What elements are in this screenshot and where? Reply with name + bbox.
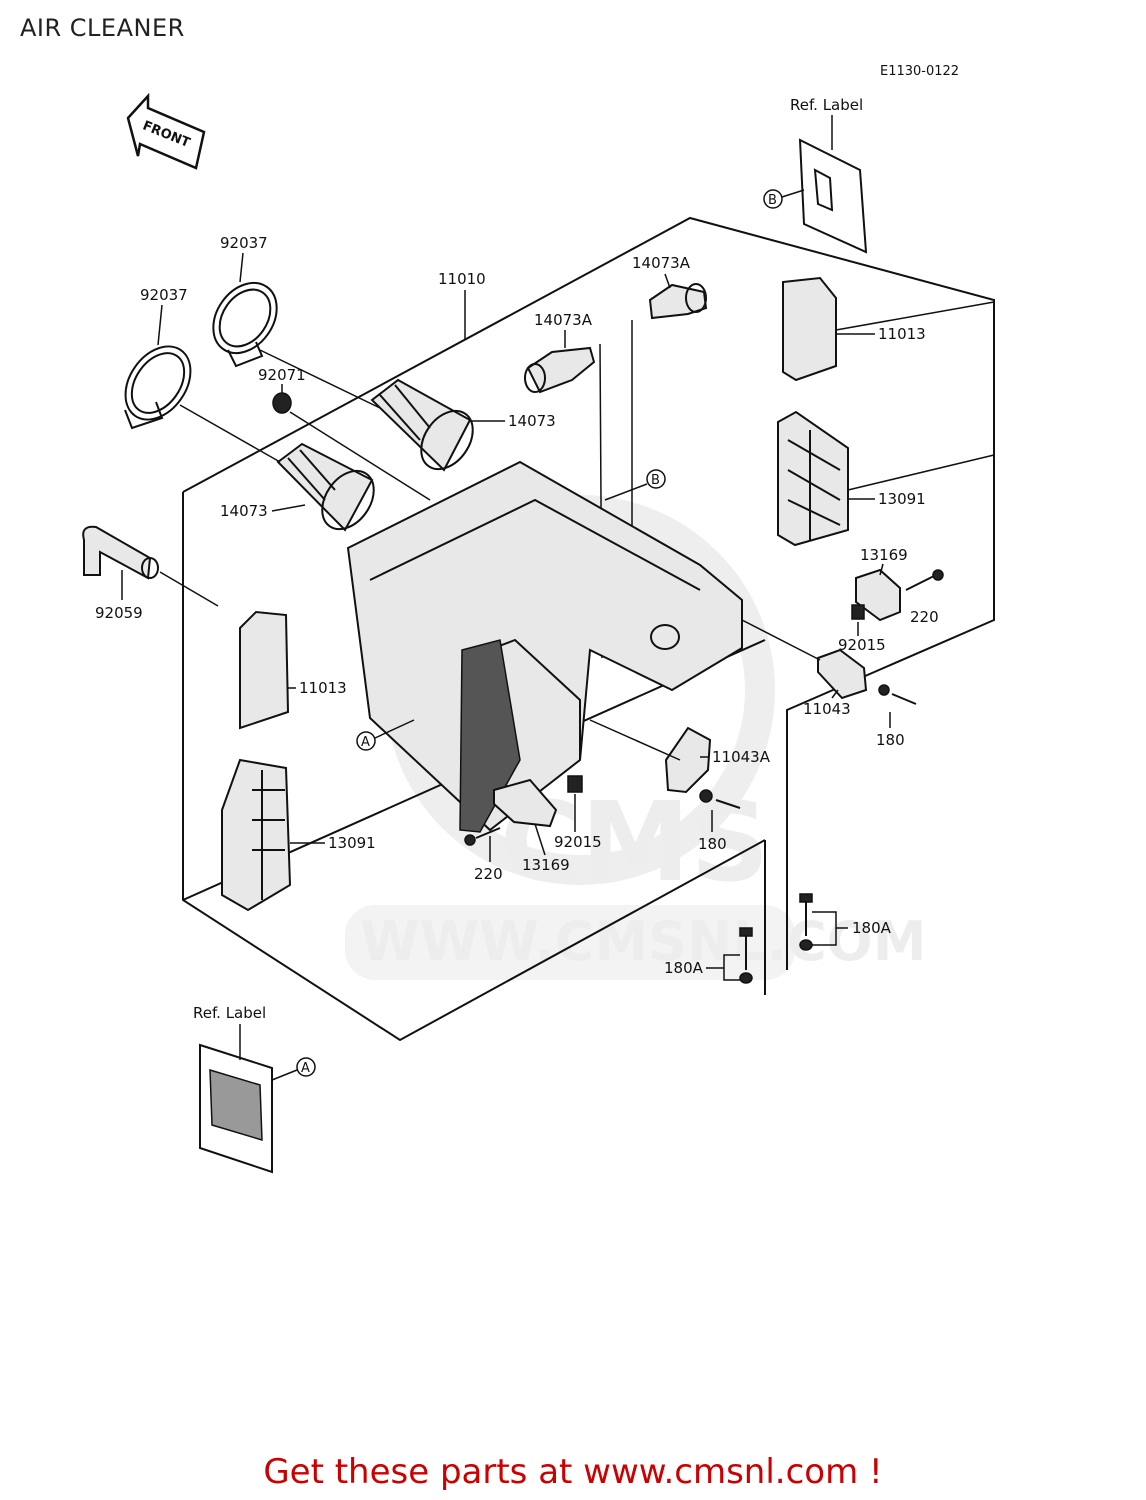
bolt-220-right: 220 [905,569,944,626]
callout-13091-right: 13091 [878,490,926,508]
page-title: AIR CLEANER [20,14,185,42]
hose-92059: 92059 [82,525,219,622]
callout-11013-right: 11013 [878,325,926,343]
ref-label-bottom-text: Ref. Label [193,1004,266,1022]
callout-92037-top: 92037 [220,234,268,252]
bracket-13169-right: 13169 [855,546,908,622]
callout-11043: 11043 [803,700,851,718]
duct-14073-right: 14073 [370,378,556,472]
promo-link[interactable]: Get these parts at www.cmsnl.com ! [263,1452,883,1492]
callout-11010: 11010 [438,270,486,288]
front-arrow-icon: FRONT [126,92,206,170]
ref-label-bottom: Ref. Label A [193,1004,316,1174]
callout-92059: 92059 [95,604,143,622]
callout-14073A-top: 14073A [632,254,691,272]
callout-13169-right: 13169 [860,546,908,564]
callout-180-right: 180 [876,731,905,749]
callout-92037-left: 92037 [140,286,188,304]
bolt-180-right: 180 [876,684,917,749]
callout-220-right: 220 [910,608,939,626]
callout-13091-left: 13091 [328,834,376,852]
callout-92015-right: 92015 [838,636,886,654]
grommet-92015-bottom: 92015 [554,775,602,851]
marker-b-housing: B [651,473,660,488]
callout-92071: 92071 [258,366,306,384]
callout-220-bottom: 220 [474,865,503,883]
bracket-13169-bottom: 13169 [493,778,570,874]
diagram-code: E1130-0122 [880,64,959,79]
grommet-92015-right: 92015 [838,604,886,654]
cover-11013-left: 11013 [239,610,347,730]
air-cleaner-housing-11010: 11010 A B [346,270,743,833]
callout-13169-bottom: 13169 [522,856,570,874]
promo-banner: Get these parts at www.cmsnl.com ! [0,1452,1146,1492]
watermark-site-text: WWW.CMSNL.COM [360,910,926,973]
bracket-11043A: 11043A [664,726,771,794]
element-13091-left: 13091 [221,758,376,912]
callout-11043A: 11043A [712,748,771,766]
callout-14073-right: 14073 [508,412,556,430]
duct-14073-left: 14073 [220,442,375,532]
bolt-180A-bottom: 180A [664,927,753,984]
bracket-11043: 11043 [803,648,868,718]
assembly-leaders [179,301,995,761]
marker-a-bottom: A [301,1061,310,1076]
marker-a-housing: A [361,735,370,750]
callout-14073A-mid: 14073A [534,311,593,329]
callout-180A-right: 180A [852,919,892,937]
callout-180A-bottom: 180A [664,959,704,977]
bolt-180-bottom: 180 [698,789,741,853]
clamp-92037-top: 92037 [212,234,278,368]
bolt-180A-right: 180A [799,893,892,951]
bolt-220-bottom: 220 [464,827,503,883]
marker-b-top: B [768,193,777,208]
callout-180-bottom: 180 [698,835,727,853]
ref-label-top-text: Ref. Label [790,96,863,114]
cover-11013-right: 11013 [782,276,926,382]
clamp-92037-left: 92037 [124,286,192,430]
cap-92071: 92071 [258,366,306,414]
callout-92015-bottom: 92015 [554,833,602,851]
callout-11013-left: 11013 [299,679,347,697]
ref-label-top: Ref. Label B [763,96,868,254]
callout-14073-left: 14073 [220,502,268,520]
element-13091-right: 13091 [777,410,926,547]
